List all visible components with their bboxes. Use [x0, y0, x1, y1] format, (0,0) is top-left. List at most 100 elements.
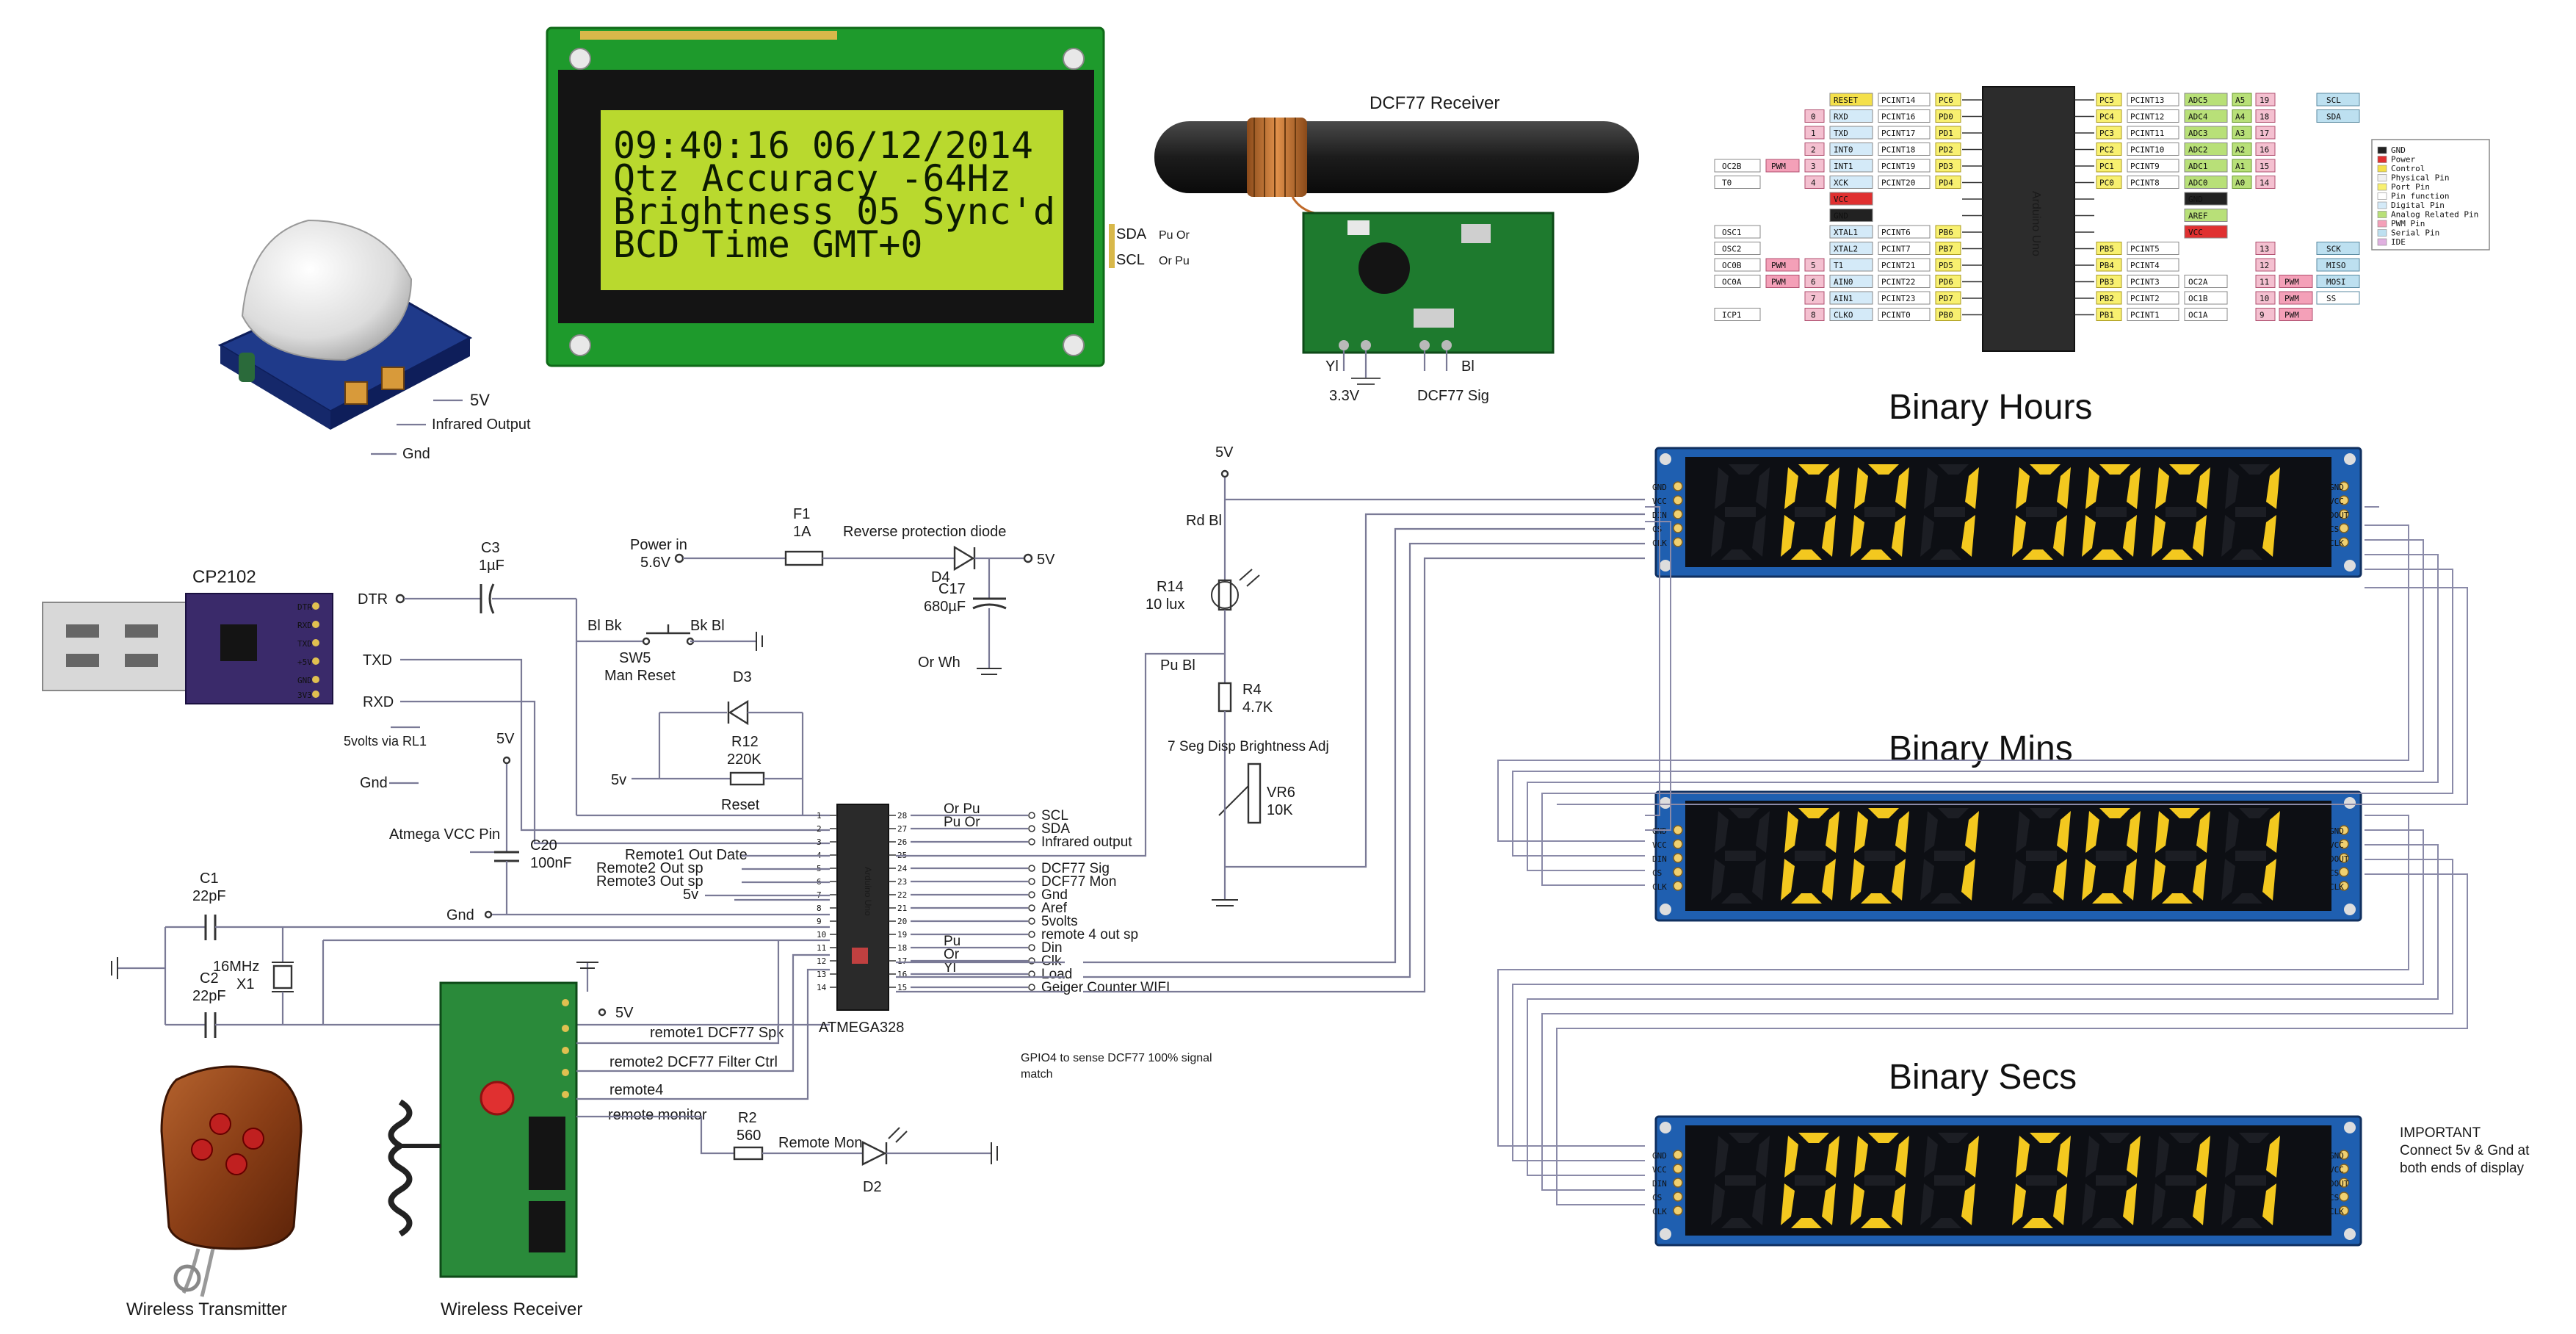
pinout-port-label: PD5	[1939, 261, 1953, 270]
seven-segment-bar	[2262, 515, 2276, 557]
atmega-right-pin-num: 26	[897, 837, 907, 847]
seven-segment-bar	[2057, 811, 2071, 853]
pinout-analog-label: A3	[2235, 129, 2245, 138]
pinout-pwm-label: PWM	[1771, 261, 1786, 270]
atmega-right-signal: Load	[1041, 967, 1072, 982]
seven-segment-bar	[2262, 1183, 2276, 1225]
pinout-num-label: 6	[1811, 278, 1816, 287]
seven-segment-bar	[2127, 811, 2141, 853]
pinout-pcint-label: PCINT7	[1881, 245, 1911, 254]
pinout-num-label: 16	[2260, 145, 2269, 155]
remote1-out-label: Remote1 Out Date	[625, 847, 748, 863]
pinout-ext-label: MISO	[2326, 261, 2346, 270]
seven-segment-bar	[1798, 464, 1829, 475]
seven-segment-bar	[2162, 549, 2193, 560]
atmega-right-pin-num: 19	[897, 930, 907, 940]
pinout-port-label: PD1	[1939, 129, 1953, 138]
seven-segment-bar	[2030, 464, 2061, 475]
seven-segment-bar	[2016, 467, 2030, 509]
capacitor-c17-label: C17	[938, 581, 966, 597]
seven-segment-bar	[1795, 507, 1826, 517]
capacitor-c2-value: 22pF	[192, 988, 226, 1004]
pinout-func-label: XTAL2	[1834, 245, 1858, 254]
pinout-port-label: PD4	[1939, 179, 1953, 188]
seven-segment-bar	[1729, 1133, 1759, 1143]
seven-segment-bar	[1826, 467, 1839, 509]
atmega-right-pin-num: 24	[897, 864, 908, 873]
pinout-num-label: 4	[1811, 179, 1816, 188]
remote-mon-label: Remote Mon	[778, 1135, 863, 1151]
seven-segment-bar	[1781, 859, 1795, 901]
pinout-func-label: RXD	[1834, 112, 1848, 122]
rx-remote2-label: remote2 DCF77 Filter Ctrl	[609, 1054, 778, 1070]
power-in-label: Power in	[630, 537, 687, 553]
ldr-r14-value: 10 lux	[1146, 596, 1184, 613]
pinout-pcint-label: PCINT2	[2130, 294, 2160, 303]
pinout-legend-item: Serial Pin	[2391, 228, 2439, 238]
pinout-port-label: PB5	[2099, 245, 2114, 254]
seven-segment-bar	[2012, 859, 2026, 901]
atmega-right-wire-color: Pu Or	[944, 815, 980, 830]
atmega-right-pin-num: 22	[897, 890, 907, 900]
seven-segment-bar	[1752, 859, 1766, 901]
cp2102-pin-5v: +5V	[297, 657, 312, 667]
atmega-right-signal: Aref	[1041, 901, 1068, 916]
pinout-adc-label: ADC5	[2188, 95, 2208, 105]
pinout-analog-label: A4	[2235, 112, 2246, 122]
pinout-adc-label: ADC3	[2188, 129, 2208, 138]
display-pin-right: CLK	[2329, 882, 2344, 892]
atmega-right-signal: DCF77 Mon	[1041, 874, 1116, 890]
seven-segment-bar	[2022, 1218, 2053, 1228]
seven-segment-bar	[2166, 851, 2196, 861]
pinout-pcint-label: PCINT0	[1881, 311, 1911, 320]
pinout-port-label: PB0	[1939, 311, 1953, 320]
seven-segment-bar	[2162, 1218, 2193, 1228]
decoupling-section: 5V Atmega VCC Pin C20 100nF Gnd	[389, 731, 830, 923]
display-pin-left: GND	[1652, 483, 1667, 492]
seven-segment-bar	[1892, 859, 1906, 901]
seven-segment-bar	[2155, 467, 2169, 509]
pinout-adc-label: OC1B	[2188, 294, 2208, 303]
pinout-func-label: XCK	[1834, 179, 1848, 188]
seven-segment-bar	[1864, 851, 1895, 861]
seven-segment-bar	[2239, 808, 2270, 818]
seven-segment-bar	[2082, 1183, 2096, 1225]
capacitor-c2-label: C2	[200, 970, 219, 987]
seven-segment-bar	[2221, 1183, 2235, 1225]
display-pin-right: CLK	[2329, 538, 2344, 548]
pinout-extra-label: T0	[1722, 179, 1732, 188]
pinout-pcint-label: PCINT5	[2130, 245, 2160, 254]
seven-segment-bar	[2053, 515, 2067, 557]
pinout-port-label: PD2	[1939, 145, 1953, 155]
dcf77-bl-label: Bl	[1461, 358, 1475, 375]
atmega-right-wire-color: Pu	[944, 934, 960, 949]
seven-segment-bar	[1892, 515, 1906, 557]
seven-segment-bar	[1850, 515, 1864, 557]
reset-circuit: C3 1µF Bl Bk Bk Bl SW5 Man Reset D3 R12 …	[395, 540, 830, 845]
seg-brightness-label: 7 Seg Disp Brightness Adj	[1168, 739, 1329, 754]
seven-segment-bar	[2221, 515, 2235, 557]
rxd-label: RXD	[363, 694, 394, 710]
pinout-pcint-label: PCINT13	[2130, 95, 2164, 105]
remote2-out-label: Remote2 Out sp	[596, 860, 703, 876]
pinout-port-label: PD7	[1939, 294, 1953, 303]
seven-segment-bar	[2152, 1183, 2166, 1225]
seven-segment-bar	[1784, 467, 1798, 509]
seven-segment-bar	[2239, 464, 2270, 475]
pinout-port-label: PB4	[2099, 261, 2114, 270]
reset-label: Reset	[721, 797, 760, 813]
pinout-pcint-label: PCINT10	[2130, 145, 2164, 155]
seven-segment-bar	[1920, 859, 1934, 901]
seven-segment-bar	[2092, 1218, 2123, 1228]
seven-segment-bar	[1934, 1175, 1965, 1186]
seven-segment-bar	[2169, 1133, 2200, 1143]
or-wh-label: Or Wh	[918, 655, 960, 671]
atmega-right-signal: Clk	[1041, 953, 1062, 969]
atmega-right-signal: Gnd	[1041, 887, 1068, 903]
atmega-right-signal: SDA	[1041, 821, 1070, 837]
ldr-5v-label: 5V	[1215, 444, 1234, 461]
pinout-pcint-label: PCINT9	[2130, 162, 2160, 171]
